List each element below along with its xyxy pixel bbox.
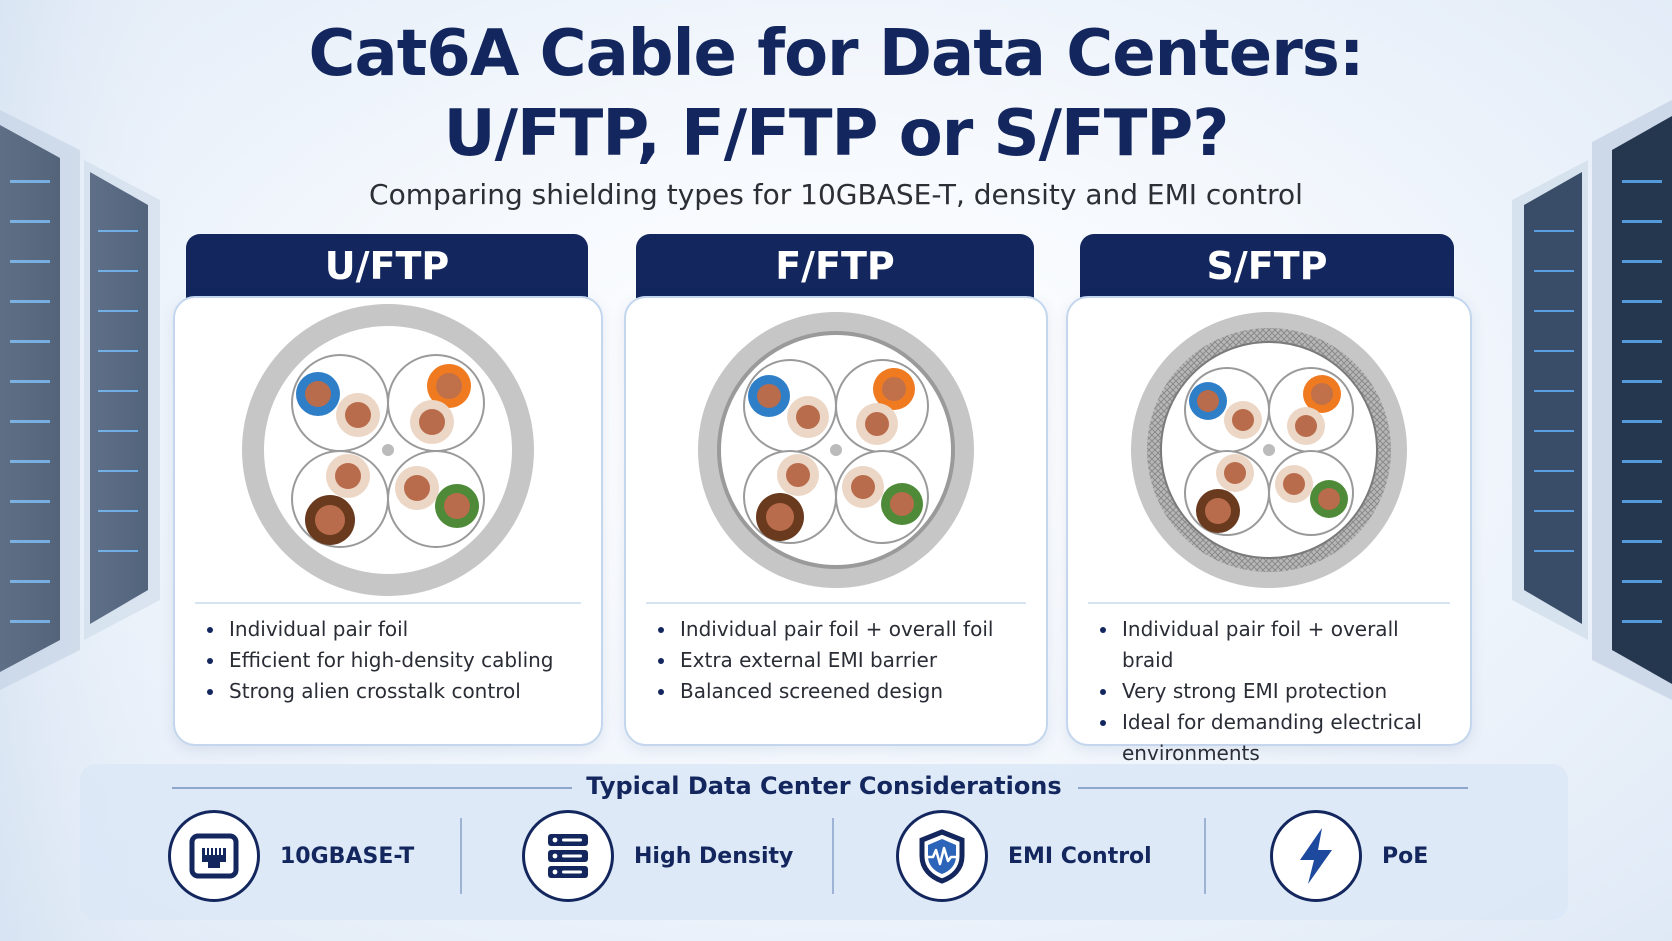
pair-orange [835, 359, 929, 453]
card-header-fftp: F/FTP [636, 234, 1034, 298]
feature-poe: PoE [1270, 806, 1428, 906]
pair-brown [1184, 450, 1270, 536]
feature-emi-control: EMI Control [896, 806, 1152, 906]
bullet-item: Strong alien crosstalk control [201, 676, 585, 707]
page-title: Cat6A Cable for Data Centers: U/FTP, F/F… [0, 14, 1672, 174]
card-divider [195, 602, 581, 604]
title-rule-right [1078, 787, 1468, 789]
feature-high-density: High Density [522, 806, 793, 906]
card-sftp: Individual pair foil + overall braid Ver… [1066, 296, 1472, 765]
page-subtitle: Comparing shielding types for 10GBASE-T,… [369, 178, 1303, 211]
bullet-item: Very strong EMI protection [1094, 676, 1454, 707]
card-fftp: Individual pair foil + overall foil Extr… [624, 296, 1048, 746]
card-header-sftp: S/FTP [1080, 234, 1454, 298]
bullet-item: Individual pair foil [201, 614, 585, 645]
card-uftp: Individual pair foil Efficient for high-… [173, 296, 603, 746]
fftp-cable-cross-section [698, 312, 974, 588]
pair-blue [743, 359, 837, 453]
pair-blue [291, 354, 389, 452]
sftp-bullets: Individual pair foil + overall braid Ver… [1094, 614, 1454, 769]
feature-label: 10GBASE-T [280, 843, 415, 869]
feature-10gbase-t: 10GBASE-T [168, 806, 414, 906]
considerations-title: Typical Data Center Considerations [586, 772, 1062, 800]
pair-blue [1184, 367, 1270, 453]
server-rack-icon [522, 810, 614, 902]
shield-wave-icon [896, 810, 988, 902]
title-line-1: Cat6A Cable for Data Centers: [308, 17, 1365, 91]
feature-label: PoE [1382, 843, 1429, 869]
uftp-cable-cross-section [242, 304, 534, 596]
pair-green [835, 450, 929, 544]
considerations-panel: Typical Data Center Considerations 10GBA… [80, 764, 1568, 920]
fftp-bullets: Individual pair foil + overall foil Extr… [652, 614, 1030, 707]
title-rule-left [172, 787, 572, 789]
sftp-cable-cross-section [1131, 312, 1407, 588]
bullet-item: Individual pair foil + overall braid [1094, 614, 1454, 676]
drain-center [830, 444, 842, 456]
feature-separator [460, 818, 462, 894]
bullet-item: Balanced screened design [652, 676, 1030, 707]
pair-green [1268, 450, 1354, 536]
feature-separator [1204, 818, 1206, 894]
card-header-uftp: U/FTP [186, 234, 588, 298]
bullet-item: Efficient for high-density cabling [201, 645, 585, 676]
pair-green [387, 450, 485, 548]
bullet-item: Ideal for demanding electrical environme… [1094, 707, 1454, 769]
title-line-2: U/FTP, F/FTP or S/FTP? [443, 97, 1230, 171]
pair-orange [387, 354, 485, 452]
pair-orange [1268, 367, 1354, 453]
feature-label: High Density [634, 843, 794, 869]
feature-label: EMI Control [1008, 843, 1152, 869]
card-divider [1088, 602, 1450, 604]
feature-separator [832, 818, 834, 894]
drain-center [382, 444, 394, 456]
uftp-bullets: Individual pair foil Efficient for high-… [201, 614, 585, 707]
pair-brown [743, 450, 837, 544]
drain-center [1263, 444, 1275, 456]
bullet-item: Individual pair foil + overall foil [652, 614, 1030, 645]
ethernet-port-icon [168, 810, 260, 902]
lightning-bolt-icon [1270, 810, 1362, 902]
pair-brown [291, 450, 389, 548]
card-divider [646, 602, 1026, 604]
bullet-item: Extra external EMI barrier [652, 645, 1030, 676]
